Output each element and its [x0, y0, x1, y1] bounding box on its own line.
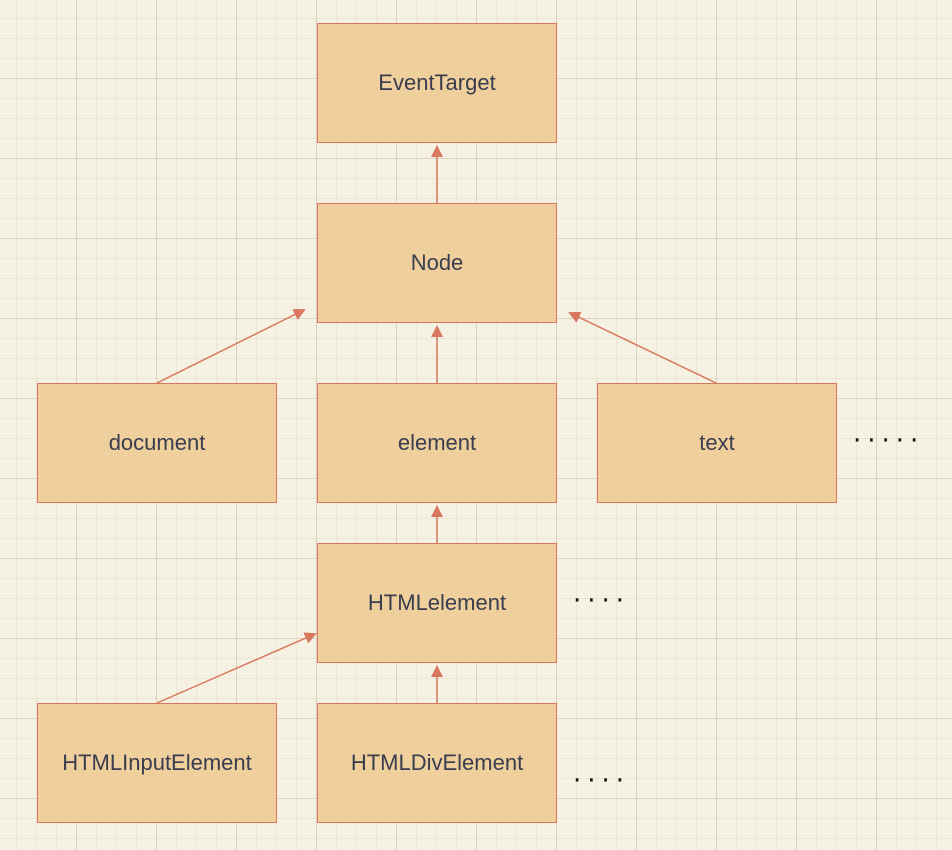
node-htmlinputelement: HTMLInputElement: [37, 703, 277, 823]
node-htmlelement: HTMLelement: [317, 543, 557, 663]
node-node: Node: [317, 203, 557, 323]
node-htmlinputelement-label: HTMLInputElement: [62, 750, 252, 775]
node-text-label: text: [699, 430, 735, 455]
node-document: document: [37, 383, 277, 503]
arrow-text-to-node: [568, 311, 717, 384]
arrow-htmlinputelement-to-htmlelement: [156, 632, 317, 704]
node-htmlelement-label: HTMLelement: [367, 590, 507, 615]
node-element-label: element: [397, 430, 477, 455]
arrow-document-to-node: [156, 309, 306, 384]
ellipsis-after-htmlelement: ····: [573, 586, 631, 616]
node-htmldivelement-label: HTMLDivElement: [350, 750, 524, 775]
node-element: element: [317, 383, 557, 503]
node-eventtarget: EventTarget: [317, 23, 557, 143]
node-text: text: [597, 383, 837, 503]
node-node-label: Node: [410, 250, 464, 275]
node-eventtarget-label: EventTarget: [378, 70, 496, 95]
node-htmldivelement: HTMLDivElement: [317, 703, 557, 823]
ellipsis-after-htmldivelement: ····: [573, 766, 631, 796]
node-document-label: document: [108, 430, 206, 455]
ellipsis-after-text: ·····: [853, 426, 925, 456]
